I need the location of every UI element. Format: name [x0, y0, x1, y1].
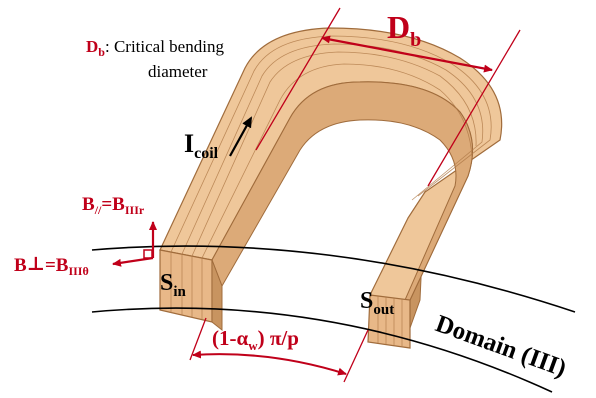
db-dimension: Db	[255, 7, 521, 187]
coil-left-leg-side	[211, 259, 223, 332]
coil-inner-face	[211, 81, 473, 301]
pitch-label: (1-αw) π/p	[212, 326, 299, 353]
db-definition-line2: diameter	[148, 62, 208, 81]
s-in-label: Sin	[160, 270, 187, 300]
coil-current: Icoil	[184, 116, 252, 162]
db-extension-right	[427, 29, 521, 187]
coil-current-label: Icoil	[184, 129, 219, 162]
coil-right-leg-front	[367, 294, 411, 349]
pitch-arc	[192, 350, 347, 376]
field-components: B//=BIIIr B⊥=BIIIθ	[14, 194, 157, 278]
s-out-label: Sout	[360, 288, 394, 318]
db-definition-line1: Db: Critical bending	[86, 37, 224, 59]
db-dimension-label: Db	[387, 9, 421, 51]
pitch-dimension: (1-αw) π/p	[189, 317, 369, 383]
b-perp-arrow-icon	[112, 256, 154, 267]
db-extension-left	[255, 7, 341, 151]
current-arrow-icon	[229, 116, 252, 157]
db-definition: Db: Critical bending diameter	[86, 37, 224, 81]
db-dimension-line	[321, 35, 493, 73]
domain-arc-upper	[91, 245, 576, 313]
b-parallel-label: B//=BIIIr	[82, 194, 145, 217]
coil-leg-stripes	[170, 252, 403, 346]
domain-arc-lower	[91, 307, 553, 393]
domain-label: Domain (III)	[432, 310, 570, 382]
right-angle-icon	[143, 249, 153, 259]
pitch-extension-right	[343, 329, 369, 383]
b-perp-label: B⊥=BIIIθ	[14, 254, 89, 278]
domain-boundary	[91, 245, 576, 393]
coil-body	[159, 27, 503, 349]
